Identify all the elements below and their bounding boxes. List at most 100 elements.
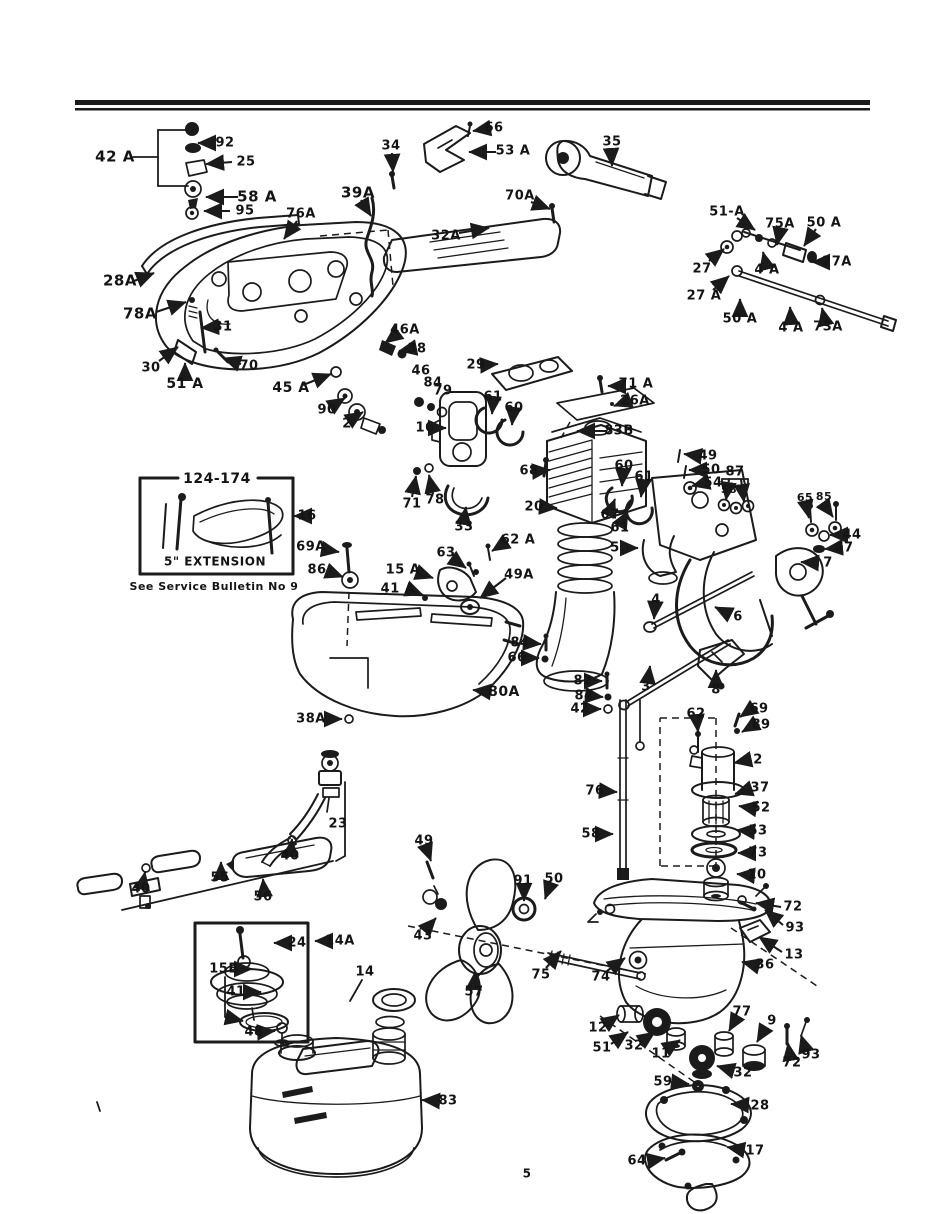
leader-arrow xyxy=(403,580,424,597)
leader-arrow xyxy=(782,306,800,326)
leader-arrow xyxy=(424,474,441,495)
dashed-line xyxy=(319,229,389,237)
leader-arrow xyxy=(281,838,299,858)
leader-arrow xyxy=(683,448,704,465)
leader-arrow xyxy=(319,540,340,558)
leader-arrow xyxy=(602,147,620,167)
part-label: 73A xyxy=(813,320,843,335)
part-label: 38A xyxy=(296,712,326,727)
part-label: 78A xyxy=(123,305,157,323)
leader-arrow xyxy=(505,406,523,426)
leader-arrow xyxy=(611,510,629,531)
part-label: 7 xyxy=(823,556,833,571)
swivel-bracket xyxy=(641,469,757,585)
part-label: 9 xyxy=(767,1014,777,1029)
part-label: 8 xyxy=(711,683,721,698)
part-label: 28A xyxy=(103,272,137,290)
part-label: 68 xyxy=(519,464,538,479)
clamp-ring-33 xyxy=(443,484,490,517)
leader-arrow xyxy=(639,665,656,686)
tilt-hardware xyxy=(805,501,842,553)
part-label: 15 A xyxy=(386,563,421,578)
part-label: 60 xyxy=(614,459,633,474)
dashed-line xyxy=(346,591,350,647)
part-label: 27 A xyxy=(687,289,722,304)
part-label: 5 xyxy=(610,541,620,556)
part-label: 87 xyxy=(725,465,744,480)
part-label: 92 xyxy=(215,136,234,151)
part-label: 12 xyxy=(588,1021,607,1036)
part-label: 28 xyxy=(750,1099,769,1114)
leader-arrow xyxy=(200,318,220,336)
part-label: 50 xyxy=(544,872,563,887)
part-label: 4 xyxy=(651,593,661,608)
leader-arrow xyxy=(670,1073,690,1091)
leader-arrow xyxy=(531,463,551,480)
tank-tray xyxy=(291,591,525,724)
leader-arrow xyxy=(735,212,756,231)
part-label: 33 xyxy=(454,520,473,535)
page-rule xyxy=(75,100,870,111)
clip-53a xyxy=(423,125,471,173)
part-label: 49 xyxy=(414,834,433,849)
lower-unit xyxy=(587,878,772,1025)
part-label: 32 xyxy=(733,1066,752,1081)
leader-arrow xyxy=(417,917,437,938)
leader-arrow xyxy=(417,841,433,862)
part-label: 50 A xyxy=(723,312,758,327)
part-label: 93 xyxy=(785,921,804,936)
leader-arrow xyxy=(454,506,472,527)
leader-arrow xyxy=(584,686,604,704)
leader-arrow xyxy=(824,538,844,556)
ext-box-caption: 5" EXTENSION xyxy=(164,555,266,569)
ext-box-title: 124-174 xyxy=(183,471,251,487)
leader-arrow xyxy=(764,909,785,929)
part-label: 69 xyxy=(749,702,768,717)
leader-arrow xyxy=(800,554,820,572)
page-number: 5 xyxy=(523,1167,532,1181)
part-label: 66 xyxy=(484,121,503,136)
fuel-tank xyxy=(249,1034,423,1178)
part-label: 71 xyxy=(402,497,421,512)
screw-66 xyxy=(467,121,473,137)
leader-arrow xyxy=(530,194,551,211)
leader-arrow xyxy=(709,275,730,295)
leader-arrow xyxy=(756,1022,774,1043)
drive-shaft xyxy=(617,699,645,880)
part-label: 75 xyxy=(531,968,550,983)
leader-arrow xyxy=(158,346,179,365)
leader-arrow xyxy=(741,958,762,975)
part-label: 24 xyxy=(287,936,306,951)
tiller-rod xyxy=(364,196,376,298)
part-label: 53 xyxy=(748,824,767,839)
leader-arrow xyxy=(614,467,632,487)
leader-arrow xyxy=(720,478,737,501)
engine-pan xyxy=(154,221,407,371)
leader-arrow xyxy=(446,550,467,569)
part-label: 30 xyxy=(141,361,160,376)
leader-arrow xyxy=(325,397,346,415)
part-label: 79 xyxy=(433,384,452,399)
part-label: 40 xyxy=(280,849,299,864)
leader-arrow xyxy=(759,251,776,272)
leader-arrow xyxy=(736,823,756,841)
part-label: 31 xyxy=(213,320,232,335)
leader-arrow xyxy=(772,225,789,246)
leader-arrow xyxy=(421,1092,441,1110)
leader-arrow xyxy=(133,271,155,288)
part-label: 89 xyxy=(751,718,770,733)
leader-arrow xyxy=(755,897,782,915)
part-label: 6 xyxy=(733,610,743,625)
part-label: 77 xyxy=(732,1005,751,1020)
leader-arrow xyxy=(479,577,507,599)
part-label: 85 xyxy=(816,490,832,503)
leader-arrow xyxy=(600,498,617,519)
part-label: 45 A xyxy=(272,380,309,396)
leader-arrow xyxy=(283,219,302,240)
part-label: 72 xyxy=(783,900,802,915)
leader-arrow xyxy=(465,971,482,991)
part-label: 34 xyxy=(381,139,400,154)
part-label: 46A xyxy=(390,323,420,338)
leader-arrow xyxy=(343,411,364,429)
